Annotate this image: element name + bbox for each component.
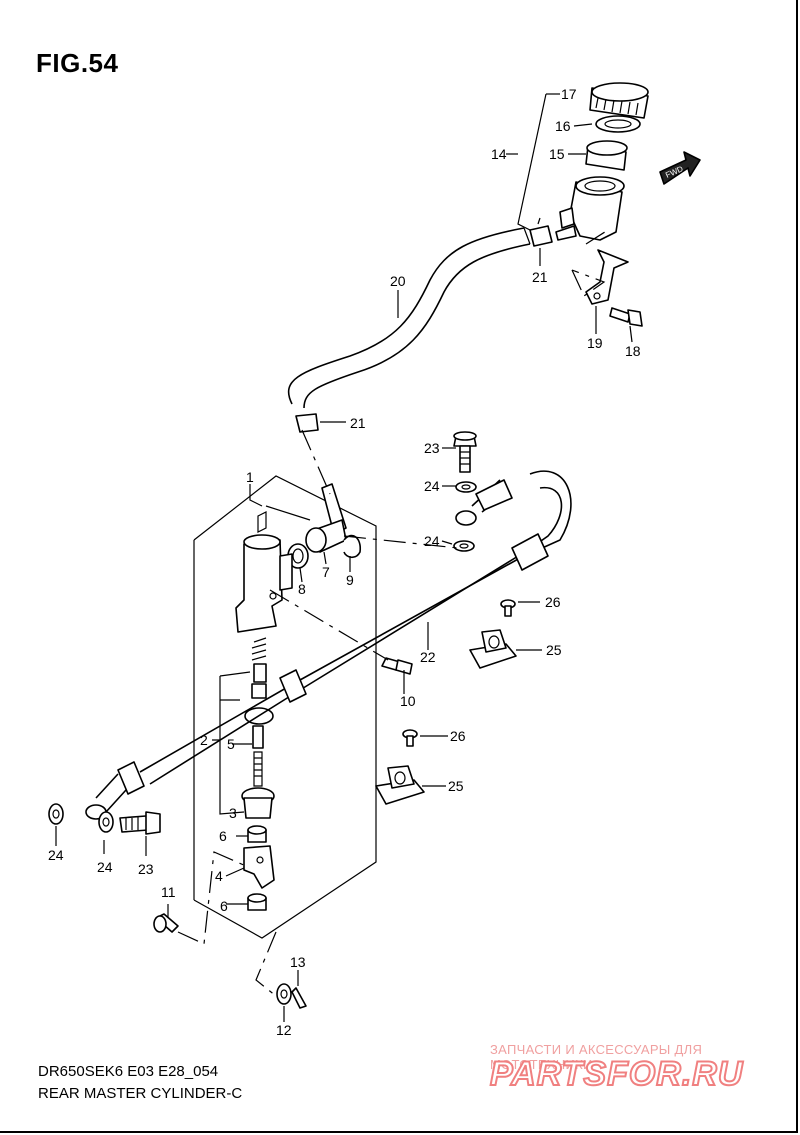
leader-lines [55,93,633,1022]
callout-24-a: 24 [424,478,440,494]
clevis-pin[interactable] [153,913,179,933]
reservoir-diaphragm[interactable] [585,140,628,171]
callout-24-b: 24 [424,533,440,549]
reservoir-body[interactable] [559,176,625,241]
model-code: DR650SEK6 E03 E28_054 [38,1063,219,1080]
piston-spring[interactable] [251,637,267,683]
reservoir-cap[interactable] [589,82,649,119]
callout-14: 14 [491,146,507,162]
watermark-brand: PARTSFOR.RU [489,1054,744,1094]
hose-guide-lower[interactable] [375,765,425,805]
callout-26-lower: 26 [450,728,466,744]
pin-washer[interactable] [276,983,292,1005]
callout-15: 15 [549,146,565,162]
callout-21-upper: 21 [532,269,548,285]
gasket-washer-d[interactable] [98,811,114,833]
callout-1: 1 [246,469,254,485]
callout-23-upper: 23 [424,440,440,456]
guide-screw-upper[interactable] [500,599,516,617]
cotter-pin[interactable] [291,987,307,1009]
watermark-tagline: ЗАПЧАСТИ И АКСЕССУАРЫ ДЛЯ МОТОТЕХНИКИ [490,1042,703,1072]
callout-12: 12 [276,1022,292,1038]
dashed-reference-lines [177,229,609,997]
callout-21-lower: 21 [350,415,366,431]
callout-7: 7 [322,564,330,580]
callout-13: 13 [290,954,306,970]
callout-24-d: 24 [97,859,113,875]
hose-connector[interactable] [305,483,347,553]
callout-labels: 17 16 15 14 21 19 18 20 21 23 24 24 1 7 … [48,86,641,1038]
boot[interactable] [241,787,275,819]
lock-nut-upper[interactable] [247,825,267,843]
union-bolt-upper[interactable] [453,431,477,473]
callout-16: 16 [555,118,571,134]
reservoir-hose[interactable] [287,227,531,409]
diagram-part-name: REAR MASTER CYLINDER-C [38,1085,243,1102]
callout-25-lower: 25 [448,778,464,794]
figure-title: FIG.54 [36,48,119,78]
reservoir-diaphragm-plate[interactable] [595,115,641,133]
gasket-washer-c[interactable] [48,803,64,825]
reservoir-bracket[interactable] [585,249,629,305]
gasket-washer-b[interactable] [453,540,475,552]
guide-screw-lower[interactable] [402,729,418,747]
callout-5: 5 [227,736,235,752]
assembly-box-outline [193,475,377,939]
hose-clamp-upper[interactable] [529,217,553,247]
brake-hose[interactable] [85,470,572,820]
hose-clamp-lower[interactable] [295,413,319,433]
callout-4: 4 [215,868,223,884]
callout-19: 19 [587,335,603,351]
callout-8: 8 [298,581,306,597]
callout-10: 10 [400,693,416,709]
bracket-bolt[interactable] [609,307,643,327]
callout-3: 3 [229,805,237,821]
rod-clevis[interactable] [243,845,275,889]
gasket-washer-a[interactable] [455,481,477,493]
fwd-badge: FWD [659,151,701,185]
push-rod[interactable] [252,725,264,787]
callout-6-upper: 6 [219,828,227,844]
callout-6-lower: 6 [220,898,228,914]
callout-23-lower: 23 [138,861,154,877]
callout-26-upper: 26 [545,594,561,610]
callout-25-upper: 25 [546,642,562,658]
lock-nut-lower[interactable] [247,893,267,911]
callout-22: 22 [420,649,436,665]
union-bolt-lower[interactable] [119,811,161,835]
callout-18: 18 [625,343,641,359]
circlip[interactable] [343,534,362,559]
callout-9: 9 [346,572,354,588]
callout-24-c: 24 [48,847,64,863]
callout-2: 2 [200,732,208,748]
callout-17: 17 [561,86,577,102]
master-cylinder-body[interactable] [235,511,293,633]
callout-11: 11 [161,884,176,900]
hose-guide-upper[interactable] [469,629,517,669]
callout-20: 20 [390,273,406,289]
mounting-bolt[interactable] [381,657,413,675]
